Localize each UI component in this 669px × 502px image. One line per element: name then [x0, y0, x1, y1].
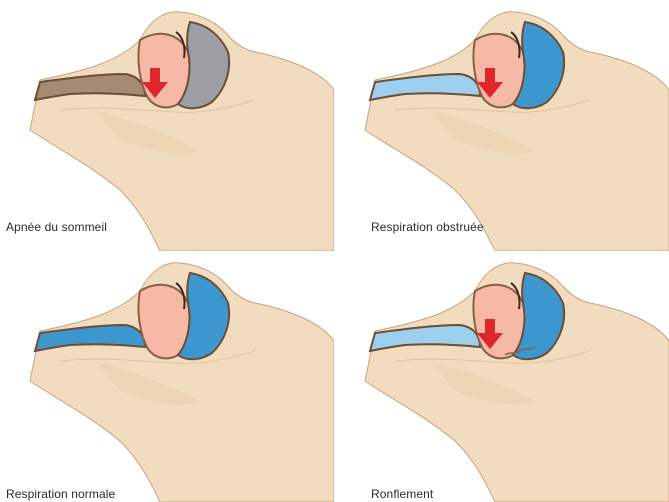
- panel-snoring: Ronflement: [335, 251, 669, 502]
- panel-obstructed: Respiration obstruée: [335, 0, 669, 251]
- apnea-illustration: [0, 0, 334, 251]
- caption-apnea: Apnée du sommeil: [6, 220, 107, 234]
- snoring-illustration: [335, 251, 669, 502]
- caption-snoring: Ronflement: [371, 487, 433, 501]
- oral-cavity: [473, 285, 524, 359]
- oral-cavity: [473, 34, 524, 108]
- oral-cavity: [138, 34, 189, 108]
- obstructed-illustration: [335, 0, 669, 251]
- caption-obstructed: Respiration obstruée: [371, 220, 484, 234]
- normal-illustration: [0, 251, 334, 502]
- panel-normal: Respiration normale: [0, 251, 334, 502]
- caption-normal: Respiration normale: [6, 487, 115, 501]
- panel-apnea: Apnée du sommeil: [0, 0, 334, 251]
- oral-cavity: [138, 285, 189, 359]
